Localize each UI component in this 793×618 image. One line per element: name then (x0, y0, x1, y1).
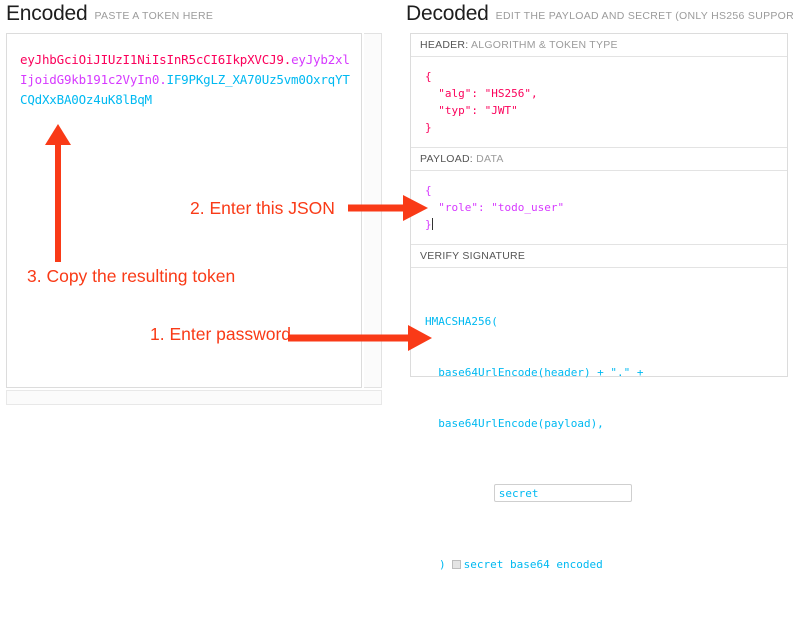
annotation-1-label: 1. Enter password (150, 324, 292, 344)
encoded-horizontal-scrollbar[interactable] (6, 390, 382, 405)
decoded-column-heading: Decoded EDIT THE PAYLOAD AND SECRET (ONLY… (406, 2, 793, 26)
secret-base64-row: ) secret base64 encoded (425, 556, 787, 573)
signature-section-label-strong: VERIFY SIGNATURE (420, 250, 526, 262)
header-section-label-strong: HEADER: (420, 39, 469, 51)
header-json-editor[interactable]: { "alg": "HS256", "typ": "JWT" } (411, 57, 787, 148)
encoded-vertical-scrollbar[interactable] (364, 33, 382, 388)
decoded-panel: HEADER: ALGORITHM & TOKEN TYPE { "alg": … (410, 33, 788, 571)
token-separator-1: . (283, 52, 292, 67)
annotation-2-label: 2. Enter this JSON (190, 198, 335, 218)
hmac-line-1: HMACSHA256( (425, 315, 498, 328)
secret-base64-checkbox[interactable] (451, 560, 461, 569)
payload-json-text: { "role": "todo_user" } (425, 184, 565, 231)
payload-section-label-strong: PAYLOAD: (420, 153, 473, 165)
encoded-token-textarea[interactable]: eyJhbGciOiJIUzI1NiIsInR5cCI6IkpXVCJ9.eyJ… (6, 33, 362, 388)
encoded-token-text[interactable]: eyJhbGciOiJIUzI1NiIsInR5cCI6IkpXVCJ9.eyJ… (20, 50, 350, 110)
encoded-subtitle: PASTE A TOKEN HERE (94, 10, 214, 22)
signature-editor: HMACSHA256( base64UrlEncode(header) + ".… (411, 268, 787, 618)
payload-section-label-rest: DATA (476, 153, 504, 165)
decoded-title: Decoded (406, 2, 489, 25)
hmac-line-3: base64UrlEncode(payload), (425, 417, 604, 430)
token-payload-segment: eyJyb2xlIjoidG9kb191c2VyIn0 (20, 52, 350, 87)
text-caret (431, 218, 433, 230)
payload-section-label: PAYLOAD: DATA (411, 148, 787, 171)
token-signature-segment: IF9PKgLZ_XA70Uz5vm0OxrqYTCQdXxBA0Oz4uK8l… (20, 72, 350, 107)
token-separator-2: . (159, 72, 167, 87)
secret-input[interactable] (493, 484, 632, 502)
secret-input-row (425, 467, 787, 519)
token-header-segment: eyJhbGciOiJIUzI1NiIsInR5cCI6IkpXVCJ9 (20, 52, 284, 67)
encoded-title: Encoded (6, 2, 88, 25)
header-section-label: HEADER: ALGORITHM & TOKEN TYPE (411, 34, 787, 57)
decoded-subtitle: EDIT THE PAYLOAD AND SECRET (ONLY HS256 … (495, 10, 793, 22)
payload-json-editor[interactable]: { "role": "todo_user" } (411, 171, 787, 245)
secret-base64-label: secret base64 encoded (463, 558, 603, 571)
closing-paren: ) (439, 558, 446, 571)
hmac-line-2: base64UrlEncode(header) + "." + (425, 366, 644, 379)
signature-section-label: VERIFY SIGNATURE (411, 245, 787, 268)
encoded-column-heading: Encoded PASTE A TOKEN HERE (6, 2, 213, 26)
annotation-3-label: 3. Copy the resulting token (27, 266, 236, 286)
header-section-label-rest: ALGORITHM & TOKEN TYPE (471, 39, 618, 51)
